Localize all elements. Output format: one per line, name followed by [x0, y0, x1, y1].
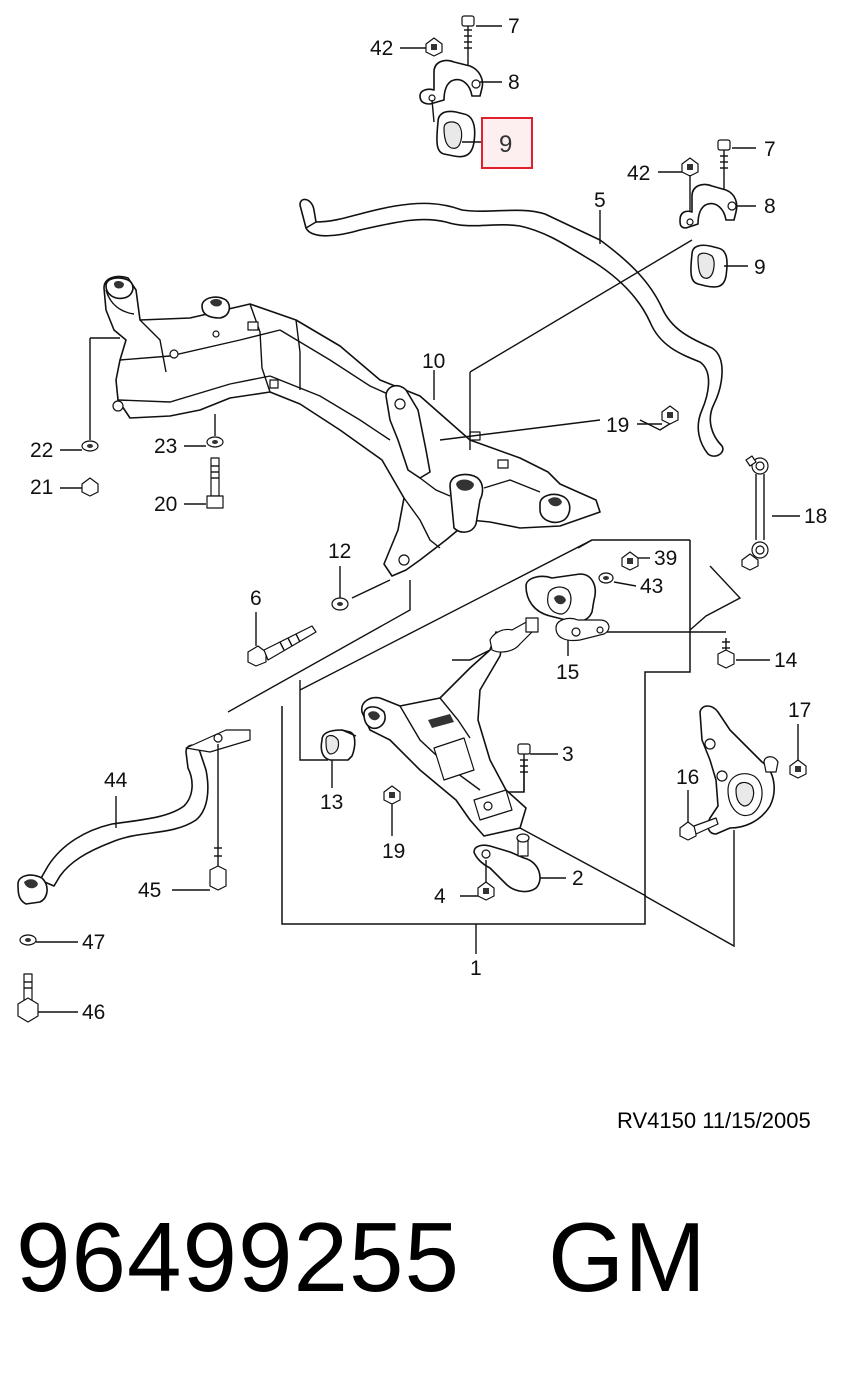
callout-20: 20: [154, 493, 177, 516]
lower-control-arm: [320, 617, 539, 837]
callout-39: 39: [654, 547, 677, 570]
left-fasteners: [81, 337, 224, 509]
callout-19-lower: 19: [382, 840, 405, 863]
callout-17: 17: [788, 699, 811, 722]
callout-21: 21: [30, 476, 53, 499]
callout-3: 3: [562, 743, 574, 766]
ball-joint: [473, 833, 541, 901]
callout-7-top: 7: [508, 15, 520, 38]
callout-23: 23: [154, 435, 177, 458]
callout-19-upper: 19: [606, 414, 629, 437]
subframe-crossmember: [103, 275, 601, 577]
callout-22: 22: [30, 439, 53, 462]
callout-9-highlighted: 9: [499, 131, 512, 158]
part-number: 96499255: [16, 1202, 461, 1312]
callout-12: 12: [328, 540, 351, 563]
right-bracket-assembly: [679, 139, 738, 288]
callout-44: 44: [104, 769, 128, 792]
callout-46: 46: [82, 1001, 105, 1024]
callout-16: 16: [676, 766, 699, 789]
callout-47: 47: [82, 931, 105, 954]
diagram-reference-code: RV4150 11/15/2005: [617, 1108, 811, 1133]
callout-2: 2: [572, 867, 584, 890]
brand-name: GM: [548, 1202, 706, 1312]
callout-5: 5: [594, 189, 606, 212]
callout-14: 14: [774, 649, 798, 672]
callout-15: 15: [556, 661, 579, 684]
assembly-frame: [227, 239, 742, 954]
callout-labels: 42 7 8 9 42 7 8 9 5 10 22 21 23 20 19 18…: [30, 15, 827, 1024]
stabilizer-bar: [299, 198, 724, 457]
callout-6: 6: [250, 587, 262, 610]
highlight-box: [481, 117, 533, 169]
front-stabilizer-bar: [17, 729, 251, 1023]
callout-45: 45: [138, 879, 161, 902]
callout-7-right: 7: [764, 138, 776, 161]
rear-bushing-bracket: [525, 551, 639, 642]
steering-knuckle: [679, 705, 807, 841]
callout-42-right: 42: [627, 162, 650, 185]
bolt-and-washer: [247, 579, 391, 667]
bolt-14: [717, 638, 735, 669]
upper-bracket-assembly: [419, 15, 484, 158]
callout-42-top: 42: [370, 37, 393, 60]
callout-8-top: 8: [508, 71, 520, 94]
callout-13: 13: [320, 791, 343, 814]
callout-8-right: 8: [764, 195, 776, 218]
stabilizer-link: [661, 405, 769, 571]
callout-9-right: 9: [754, 256, 766, 279]
callout-1: 1: [470, 957, 482, 980]
callout-4: 4: [434, 885, 446, 908]
callout-43: 43: [640, 575, 663, 598]
callout-10: 10: [422, 350, 445, 373]
callout-18: 18: [804, 505, 827, 528]
